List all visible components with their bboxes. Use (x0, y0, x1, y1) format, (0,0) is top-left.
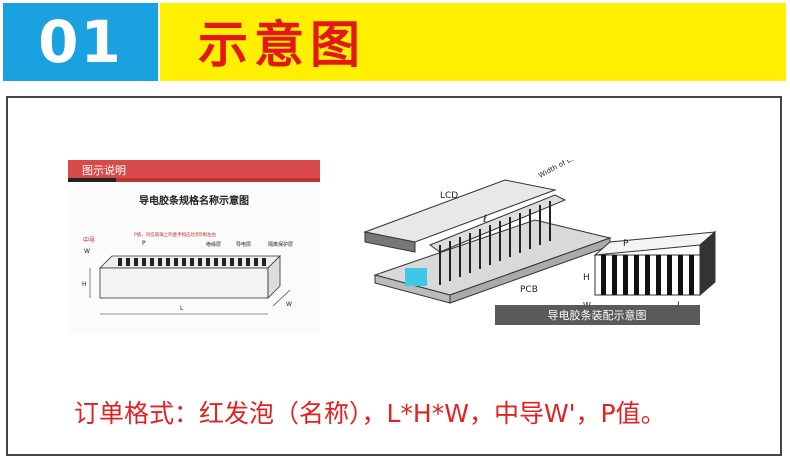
strip-lines (439, 201, 551, 285)
order-format-text: 订单格式：红发泡（名称），L*H*W，中导W'，P值。 (74, 399, 666, 428)
note-p-label: P值，对应玻璃上的金手指应达到5根左右 (134, 231, 217, 238)
diagram-title: 导电胶条规格名称示意图 (139, 194, 249, 207)
page-title: 示意图 (198, 15, 366, 74)
label-zhongdao: 中导 (83, 236, 95, 244)
tab-label: 图示说明 (82, 163, 126, 177)
title-banner: 示意图 (160, 3, 786, 81)
strip-spec-diagram: 图示说明 导电胶条规格名称示意图 P值，对应玻璃上的金手指应达到5根左右 中导 … (68, 160, 320, 335)
label-w: W (84, 248, 90, 255)
detail-h-label: H (583, 273, 590, 283)
ell-label: ℓ (483, 214, 487, 225)
pcb-label: PCB (520, 285, 538, 295)
assembly-banner: 导电胶条装配示意图 (548, 308, 647, 322)
assembly-diagram: PCB LCD Width of LCD pads ℓ P H W L 导电胶条… (363, 160, 717, 325)
detail-stripes (601, 255, 694, 295)
detail-p-label: P (623, 239, 629, 249)
width-pads-label: Width of LCD pads (537, 160, 598, 180)
strip-stripes (118, 258, 266, 266)
lcd-label: LCD (440, 191, 458, 201)
content-frame (6, 96, 782, 456)
label-w2: W (286, 301, 292, 308)
label-l: L (180, 305, 184, 312)
label-h: H (82, 281, 87, 288)
label-p: P (142, 240, 146, 247)
label-protect: 隔离保护层 (268, 241, 293, 248)
section-number: 01 (3, 3, 158, 81)
header: 01 示意图 (0, 0, 790, 84)
label-conductive: 导电层 (236, 241, 251, 248)
label-insulation: 绝缘层 (206, 241, 221, 248)
